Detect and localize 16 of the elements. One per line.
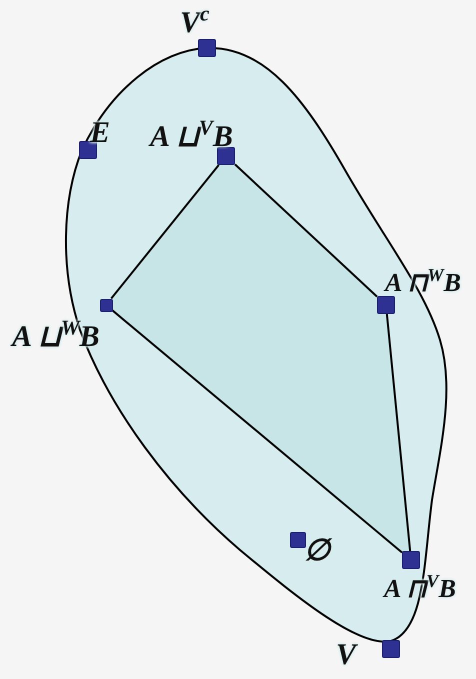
line: [112, 310, 403, 554]
point-marker: [377, 296, 395, 314]
point-marker: [198, 39, 216, 57]
point-label: V: [336, 640, 356, 670]
line: [110, 164, 220, 300]
line: [386, 314, 412, 552]
line: [234, 164, 378, 298]
point-label: V$^{c}$: [180, 8, 210, 38]
point-label: ∅: [304, 536, 330, 566]
point-marker: [402, 551, 420, 569]
point-label: E: [90, 118, 110, 148]
point-marker: [217, 147, 235, 165]
point-marker: [290, 532, 306, 548]
point-marker: [79, 141, 97, 159]
point-label: A ⊔$^{V}$B: [150, 122, 233, 152]
point-marker: [382, 640, 400, 658]
